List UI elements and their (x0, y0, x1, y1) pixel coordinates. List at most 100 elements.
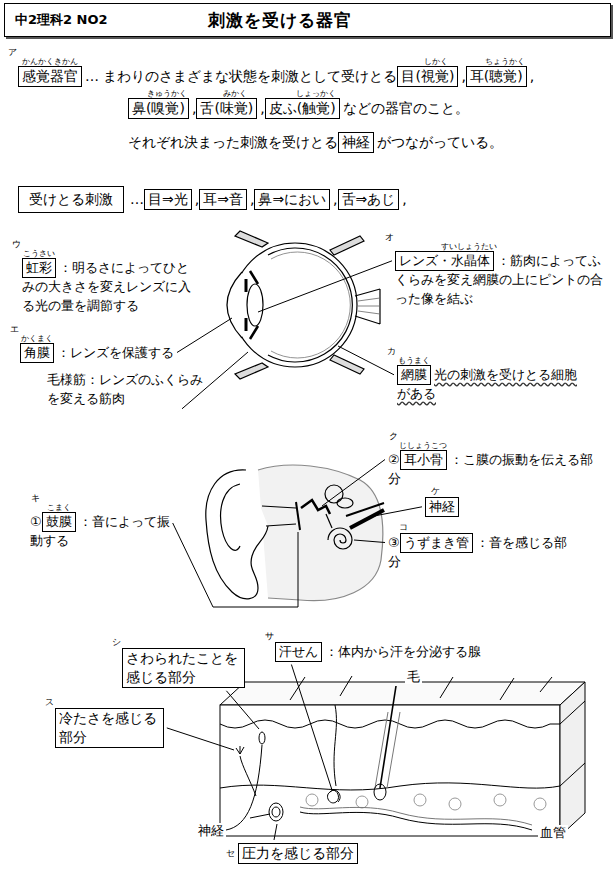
text-row: それぞれ決まった刺激を受けとる神経がつながっている。 (128, 132, 503, 153)
term-text: 神経 (429, 499, 455, 514)
callout-number: ① (30, 514, 42, 529)
term-text: 圧力を感じる部分 (242, 845, 354, 861)
term-box: 鼻(嗅覚) (128, 98, 189, 119)
term-text: 網膜 (401, 367, 427, 382)
ear-drawing-part (337, 498, 353, 508)
skin-drawing (220, 676, 585, 836)
term-text: 鼻⇒におい (258, 191, 326, 207)
term-box: 汗せん (275, 642, 322, 662)
part-name: 血管 (538, 825, 568, 840)
callout-letter: コ (399, 523, 408, 532)
description-text: それぞれ決まった刺激を受けとる (128, 134, 338, 150)
term-text: 鼻(嗅覚) (132, 100, 185, 116)
term-text: レンズ・水晶体 (399, 253, 490, 268)
callout-letter: ケ (431, 487, 440, 496)
term-text: 耳小骨 (404, 452, 443, 467)
ear-drawing-part (221, 484, 240, 550)
term-box: 皮ふ(触覚) (265, 98, 340, 119)
term-text: 舌(味覚) (200, 100, 253, 116)
skin-drawing-part-part (414, 794, 426, 806)
text-row: 神経 (196, 822, 226, 841)
callout-letter: ウ (12, 240, 21, 249)
part-name: 神経 (196, 823, 226, 838)
ruby-reading: しょっかく (296, 90, 336, 98)
text-row: 神経 (425, 497, 462, 517)
term-box: 冷たさを感じる部分 (55, 708, 164, 748)
callout-letter: シ (112, 638, 121, 647)
skin-drawing-part (300, 807, 532, 825)
text-row: 圧力を感じる部分 (238, 843, 361, 864)
term-text: 耳⇒音 (203, 191, 243, 207)
ruby-reading: すいしょうたい (441, 243, 497, 251)
eye-drawing-part (358, 298, 380, 314)
ruby-reading: しかく (424, 58, 448, 66)
ear-drawing-part (296, 502, 300, 530)
text-row: 角膜：レンズを保護する (20, 343, 220, 363)
term-text: 冷たさを感じる部分 (59, 710, 157, 745)
skin-drawing-part-part (534, 798, 546, 810)
term-box: 感覚器官 (18, 66, 82, 87)
skin-drawing-part (226, 745, 262, 830)
term-box: 鼻⇒におい (254, 189, 330, 210)
term-box: 神経 (425, 497, 459, 517)
skin-drawing-part (560, 701, 585, 786)
skin-drawing-part (240, 756, 256, 796)
text-row: 血管 (538, 824, 568, 843)
term-box: 目⇒光 (144, 189, 192, 210)
ear-drawing-part (346, 503, 384, 516)
term-box: レンズ・水晶体 (395, 251, 494, 271)
ruby-reading: かくまく (21, 335, 53, 343)
part-name: 毛 (405, 669, 422, 684)
ear-drawing-part (206, 470, 268, 599)
leader-line (258, 261, 392, 312)
leader-line (226, 691, 259, 729)
skin-drawing-part (328, 790, 341, 803)
leader-line (374, 507, 422, 516)
eye-drawing-part (227, 272, 242, 338)
term-text: 感覚器官 (22, 68, 78, 84)
term-text: 角膜 (24, 345, 50, 360)
term-box: 虹彩 (22, 258, 56, 278)
text-row: レンズ・水晶体：筋肉によってふくらみを変え網膜の上にピントの合った像を結ぶ (395, 251, 605, 309)
text-row: 毛 (405, 668, 422, 687)
callout-letter: エ (10, 325, 19, 334)
skin-drawing-part-part (494, 794, 506, 806)
term-box: 神経 (338, 132, 374, 153)
eye-drawing-part (247, 284, 263, 326)
leader-line (354, 540, 385, 543)
skin-drawing-part (334, 705, 336, 786)
skin-drawing-part (220, 682, 585, 705)
ruby-reading: こまく (47, 504, 71, 512)
eye-drawing (227, 231, 380, 379)
text-row: ③うずまき管：音を感じる部分 (388, 533, 578, 570)
skin-drawing-part (374, 784, 386, 800)
eye-drawing-part (330, 236, 364, 255)
term-text: 皮ふ(触覚) (269, 100, 336, 116)
ear-drawing-part (301, 500, 330, 514)
text-row: 感覚器官… まわりのさまざまな状態を刺激として受けとる目(視覚),耳(聴覚), (18, 66, 534, 87)
term-box: 鼓膜 (42, 512, 76, 532)
eye-drawing-part (355, 289, 380, 324)
leader-line (173, 523, 298, 607)
description-text: ：体内から汗を分泌する腺 (325, 644, 481, 659)
callout-number: ③ (388, 535, 400, 550)
skin-drawing-part (560, 682, 585, 836)
term-box: 網膜 (397, 365, 431, 385)
term-text: 汗せん (279, 644, 318, 659)
text-row: ①鼓膜：音によって振動する (30, 512, 180, 549)
leader-line (291, 665, 332, 791)
skin-drawing-part (259, 732, 265, 744)
text-row: さわられたことを感じる部分 (122, 648, 248, 688)
term-text: 神経 (342, 134, 370, 150)
skin-drawing-part (300, 812, 532, 830)
term-box: 目(視覚) (397, 66, 458, 87)
term-text: 舌⇒あじ (342, 191, 396, 207)
eye-drawing-part (235, 231, 268, 247)
description-text: などの器官のこと。 (343, 100, 469, 116)
callout-letter: ア (8, 48, 17, 57)
page-title: 刺激を受ける器官 (208, 9, 352, 32)
text-row: 受けとる刺激…目⇒光,耳⇒音,鼻⇒におい,舌⇒あじ, (18, 186, 407, 213)
ear-drawing-part (258, 465, 383, 601)
leader-line (177, 318, 232, 353)
